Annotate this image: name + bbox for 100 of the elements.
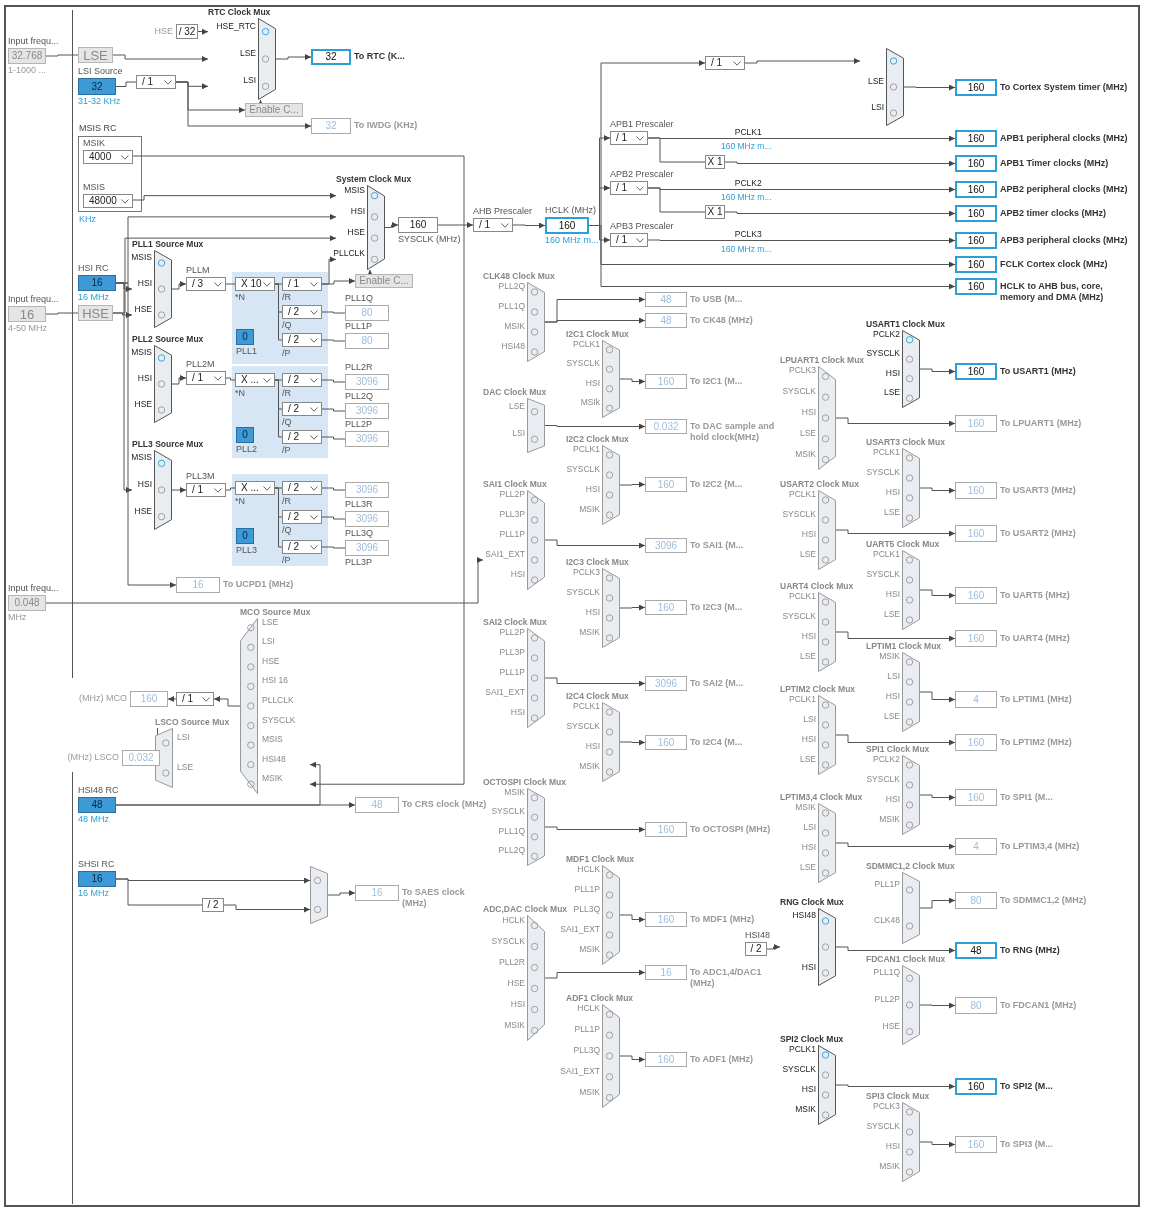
input-label: SAI1_EXT	[560, 924, 600, 934]
input-label: PCLK2	[873, 754, 900, 764]
input-label: HSE_RTC	[216, 20, 256, 31]
arrow	[167, 696, 177, 702]
output-label: To I2C4 (M...	[690, 736, 744, 748]
dropdown-field: / 2	[282, 373, 322, 387]
field-label: /R	[282, 388, 291, 399]
dropdown-field: / 2	[282, 540, 322, 554]
field-label: PLL2M	[186, 359, 215, 370]
input-label: PCLK1	[789, 489, 816, 499]
arrow	[835, 631, 956, 642]
input-label: LSE	[177, 762, 194, 772]
output-label: To SAI2 (M...	[690, 677, 745, 689]
connector-line	[321, 516, 346, 520]
field-label: PLL2P	[345, 419, 373, 430]
output-value-box: 4	[955, 838, 997, 855]
mux-title: LPUART1 Clock Mux	[780, 355, 865, 365]
mux-title: I2C2 Clock Mux	[566, 434, 629, 444]
input-label: MSIK	[579, 504, 600, 514]
output-value-box: 160	[645, 477, 687, 492]
mux-title: FDCAN1 Clock Mux	[866, 954, 946, 964]
output-value-box: 32	[311, 118, 351, 134]
field-label: *N	[235, 292, 245, 303]
field-label: /Q	[282, 320, 292, 331]
field-label: /P	[282, 348, 291, 359]
output-value-box: 160	[545, 217, 589, 234]
dropdown-field: / 2	[282, 481, 322, 495]
dropdown-field: / 2	[282, 402, 322, 416]
arrow	[919, 368, 956, 375]
connector-line	[321, 487, 346, 491]
field-label: /P	[282, 555, 291, 566]
output-label: To SDMMC1,2 (MHz)	[1000, 894, 1088, 906]
input-label: MSIK	[504, 1019, 525, 1030]
output-value-box: 160	[645, 822, 687, 837]
input-label: PCLK1	[573, 701, 600, 711]
output-value-box: 160	[645, 912, 687, 927]
output-label: APB1 Timer clocks (MHz)	[1000, 157, 1110, 169]
arrow	[835, 417, 956, 427]
field-label: /Q	[282, 525, 292, 536]
mux-title: USART1 Clock Mux	[866, 319, 945, 329]
arrow	[835, 529, 956, 537]
output-label: To ADC1,4/DAC1 (MHz)	[690, 966, 763, 989]
field-label: (MHz) LSCO	[67, 752, 119, 763]
input-label: PLL2Q	[498, 281, 525, 291]
input-label: PLLCLK	[333, 248, 365, 259]
mux-title: SDMMC1,2 Clock Mux	[866, 861, 955, 871]
field-label: PLL2R	[345, 362, 373, 373]
output-label: To UART4 (MHz)	[1000, 632, 1071, 644]
frequency-note: 160 MHz m...	[720, 192, 773, 202]
input-label: MSIK	[879, 1161, 900, 1171]
output-value-box: 160	[955, 278, 997, 295]
input-label: HSI	[510, 998, 525, 1009]
value-field: 32	[78, 78, 116, 95]
input-label: PLL2P	[499, 627, 525, 637]
input-label: SAI1_EXT	[485, 549, 525, 559]
connector-line	[45, 312, 79, 315]
mux-title: RNG Clock Mux	[780, 897, 844, 907]
input-label: SYSCLK	[262, 714, 296, 725]
arrow	[112, 54, 209, 62]
input-label: PCLK1	[873, 549, 900, 559]
arrow	[171, 281, 187, 290]
arrow	[619, 604, 646, 611]
output-value-box: 160	[130, 691, 168, 707]
input-label: PLL3P	[499, 647, 525, 657]
input-label: PLL1P	[874, 879, 900, 889]
input-label: HSI	[350, 205, 365, 216]
input-label: SYSCLK	[866, 1121, 900, 1131]
arrow	[544, 826, 646, 833]
output-label: To SPI1 (M...	[1000, 791, 1054, 803]
field-label: /R	[282, 496, 291, 507]
arrow	[171, 487, 187, 493]
input-label: MSIS	[344, 184, 365, 195]
input-label: PCLK1	[573, 444, 600, 454]
arrow	[919, 1002, 956, 1009]
frequency-note: 160 MHz m...	[720, 244, 773, 254]
pll-panel	[232, 366, 328, 458]
arrow	[619, 914, 646, 923]
arrow	[724, 210, 956, 217]
arrow	[45, 557, 484, 604]
value-box: / 2	[745, 942, 767, 956]
input-label: HSI	[585, 607, 600, 617]
arrow	[903, 84, 956, 91]
field-label: /Q	[282, 417, 292, 428]
connector-line	[115, 81, 137, 87]
arrow	[321, 278, 356, 285]
input-label: SYSCLK	[566, 587, 600, 597]
field-label: HSI48 RC	[78, 785, 119, 796]
input-label: MSIK	[504, 321, 525, 331]
input-label: MSIK	[579, 1086, 600, 1097]
output-value-box: 160	[955, 482, 997, 499]
input-label: SYSCLK	[866, 467, 900, 477]
output-label: To USB (M...	[690, 293, 744, 305]
input-label: LSE	[799, 862, 816, 872]
arrow	[115, 282, 177, 588]
input-field: 0.048	[8, 595, 46, 611]
output-value-box: 48	[355, 797, 399, 813]
arrow	[919, 897, 956, 909]
field-label: SYSCLK (MHz)	[398, 234, 461, 245]
field-label: *N	[235, 388, 245, 399]
output-value-box: 0.032	[122, 750, 160, 766]
